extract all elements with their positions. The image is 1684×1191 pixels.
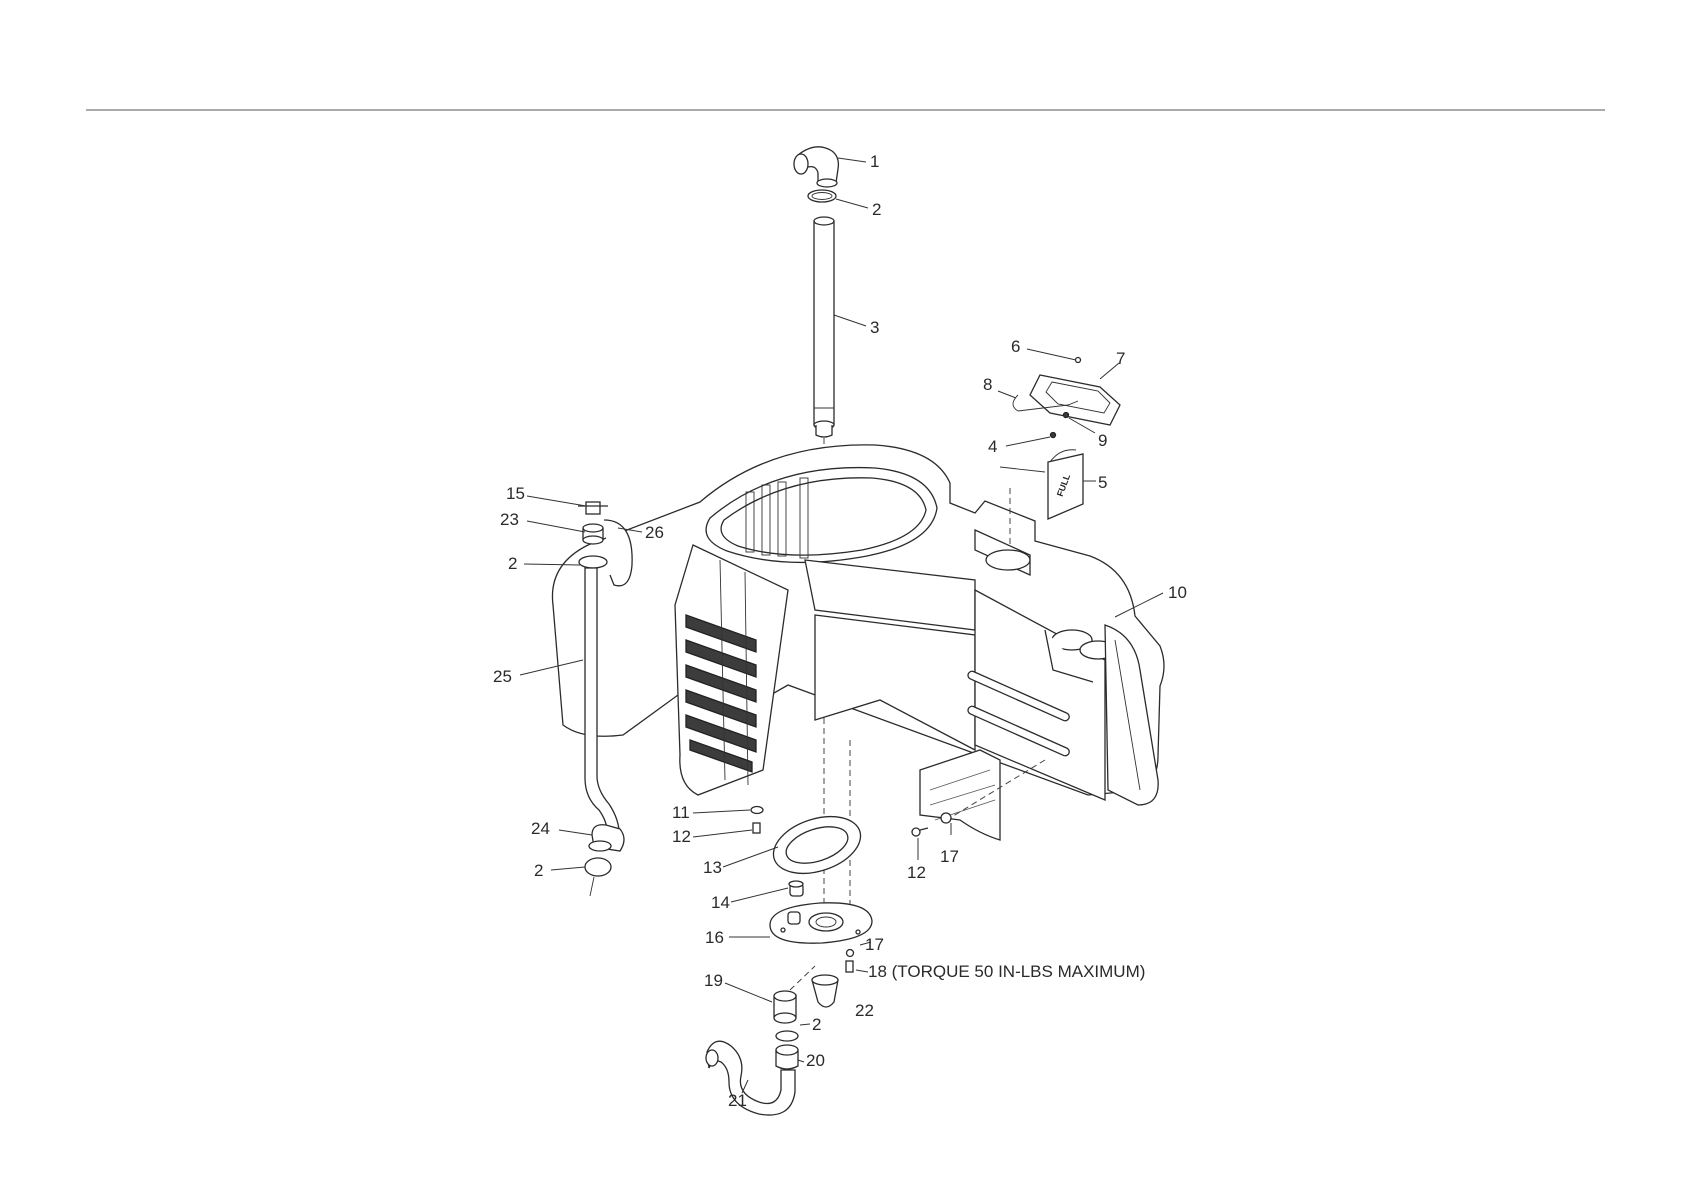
part-13-gasket (766, 806, 868, 883)
callout-2-top: 2 (872, 200, 881, 219)
part-2-clamp-left-bottom (585, 858, 611, 876)
callout-4: 4 (988, 437, 997, 456)
part-22-strainer (812, 975, 838, 1007)
callout-15: 15 (506, 484, 525, 503)
part-24-cuff (589, 825, 624, 851)
callout-14: 14 (711, 893, 730, 912)
callout-20: 20 (806, 1051, 825, 1070)
part-17-washer-bottom (847, 950, 854, 957)
callout-24: 24 (531, 819, 550, 838)
callout-22: 22 (855, 1001, 874, 1020)
callout-25: 25 (493, 667, 512, 686)
callout-9: 9 (1098, 431, 1107, 450)
callout-21: 21 (728, 1091, 747, 1110)
part-15-valve (578, 502, 608, 514)
part-23-coupler (583, 524, 603, 544)
callout-6: 6 (1011, 337, 1020, 356)
part-4-screw (1051, 433, 1056, 438)
callout-18-torque-note: 18 (TORQUE 50 IN-LBS MAXIMUM) (868, 962, 1145, 981)
callout-2-bottom: 2 (812, 1015, 821, 1034)
callout-10: 10 (1168, 583, 1187, 602)
callout-12-right: 12 (907, 863, 926, 882)
callout-7: 7 (1116, 349, 1125, 368)
part-2-clamp-left (579, 556, 607, 568)
part-6-screw (1076, 358, 1081, 363)
callout-17-bottom: 17 (865, 935, 884, 954)
callout-2-lower-left: 2 (534, 861, 543, 880)
part-1-elbow (794, 147, 838, 187)
part-19-adapter (774, 991, 796, 1023)
callout-5: 5 (1098, 473, 1107, 492)
part-3-tube (814, 217, 834, 437)
part-12-screw-left (753, 823, 760, 833)
callout-19: 19 (704, 971, 723, 990)
callout-11: 11 (672, 803, 690, 822)
callout-13: 13 (703, 858, 722, 877)
callout-17-right: 17 (940, 847, 959, 866)
callout-16: 16 (705, 928, 724, 947)
part-20-coupler (776, 1045, 798, 1069)
callout-23: 23 (500, 510, 519, 529)
callout-26: 26 (645, 523, 664, 542)
callout-3: 3 (870, 318, 879, 337)
part-11-washer (751, 807, 763, 814)
callout-12-left: 12 (672, 827, 691, 846)
part-16-drain-plate (770, 903, 872, 943)
part-7-housing (1030, 375, 1120, 425)
part-12-screw-right (912, 828, 928, 836)
callout-2-left: 2 (508, 554, 517, 573)
part-18-screw (846, 961, 853, 972)
part-2-clamp-bottom (776, 1031, 798, 1041)
callout-8: 8 (983, 375, 992, 394)
callout-1: 1 (870, 152, 879, 171)
part-9-clip (1064, 413, 1069, 418)
part-14-plug (789, 881, 803, 896)
